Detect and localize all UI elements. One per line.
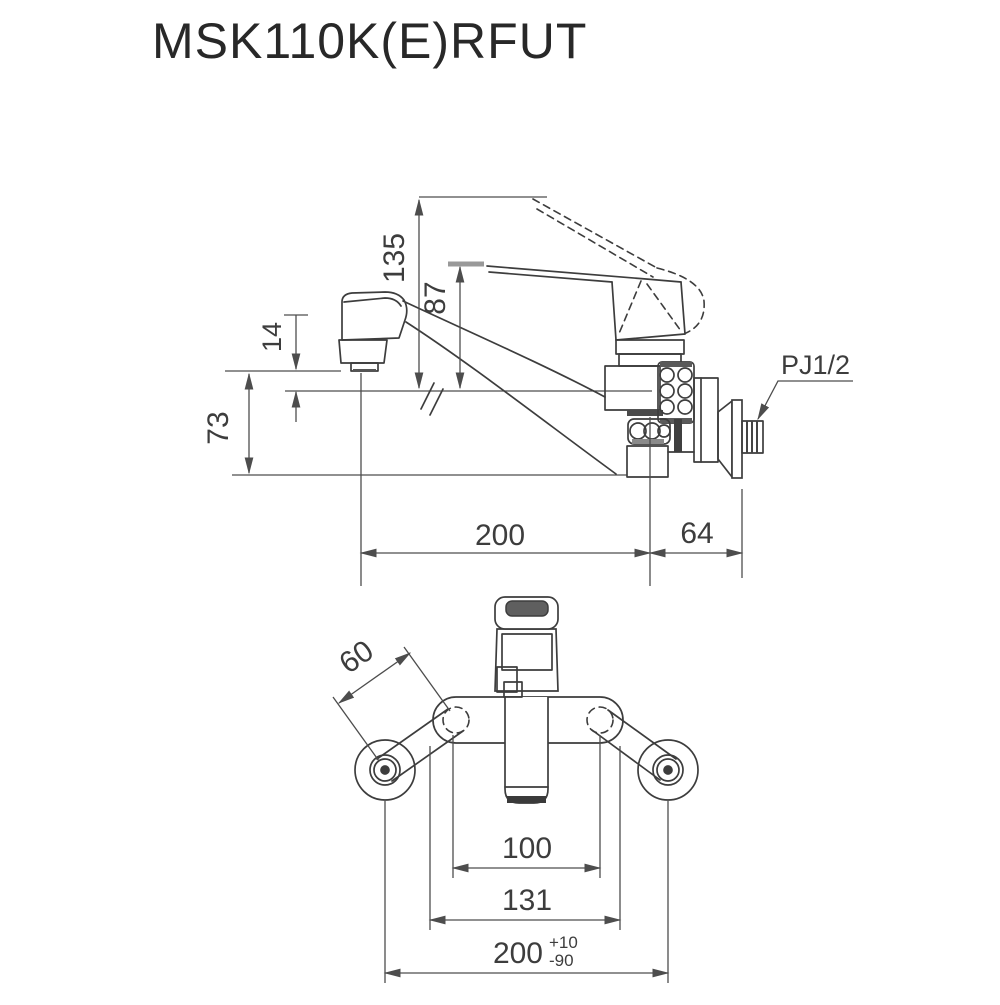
left-joint-dashed-circle: [442, 706, 470, 734]
left-wall-flange: [354, 739, 416, 801]
handle-front-slot: [505, 600, 549, 617]
dim-135-label: 135: [378, 233, 411, 283]
dim-200-tol-minus: -90: [549, 951, 574, 970]
lever-raised-dashed-1: [532, 198, 658, 269]
dim-100-label: 100: [502, 832, 552, 865]
handle-neck-left: [611, 281, 617, 341]
handle-neck-right: [680, 281, 686, 335]
left-leg-edge-2: [391, 730, 464, 782]
handle-front-step-2: [503, 681, 523, 698]
elbow-block: [626, 445, 669, 478]
spout-head-inner-line: [343, 297, 402, 307]
spout-nozzle: [338, 339, 388, 364]
dim-64-label: 64: [680, 517, 713, 550]
page-title: MSK110K(E)RFUT: [152, 13, 587, 69]
dim-200-label: 200: [475, 519, 525, 552]
connection-thread-label: PJ1/2: [781, 350, 850, 380]
lever-bottom-line: [488, 271, 613, 283]
hose-lower-curve: [405, 321, 617, 475]
hose-fitting-mark-1: [420, 382, 435, 410]
spout-head-outline: [341, 291, 408, 341]
valve-body-shade-band: [627, 410, 663, 416]
dark-seal-band: [674, 419, 682, 452]
lever-raised-dashed-3: [617, 280, 642, 337]
handle-front-inner: [501, 633, 553, 671]
front-view: 60 100 131 200 +10 -90: [332, 596, 699, 983]
dim-200-pitch-label: 200: [493, 937, 543, 970]
right-wall-flange: [637, 739, 699, 801]
knurled-nut-top-band: [660, 362, 692, 367]
dim-60-ext-1: [332, 696, 380, 762]
lever-raised-dashed-2: [536, 208, 654, 278]
hose-fitting-mark-2: [429, 388, 444, 416]
flange-neck: [717, 400, 733, 478]
right-leg-edge-2: [591, 729, 661, 781]
dim-14-label: 14: [257, 322, 287, 352]
dim-87-label: 87: [419, 281, 452, 314]
handle-front-step-1: [496, 666, 518, 693]
eccentric-leg-body: [693, 377, 719, 463]
lever-raised-dashed-4: [646, 283, 682, 332]
spout-tube-base-shade: [507, 796, 546, 803]
spout-outlet-shade: [353, 369, 376, 372]
left-leg-edge-1: [376, 708, 449, 760]
handle-base-upper: [615, 339, 685, 355]
dim-60-label: 60: [333, 634, 379, 680]
dim-131-label: 131: [502, 884, 552, 917]
valve-body-block: [604, 365, 661, 411]
knurled-nut-pattern: [659, 367, 693, 415]
lever-top-line: [486, 265, 682, 283]
thread-hatch: [746, 421, 758, 453]
side-view: 135 87 14 73 200 64 PJ1/2: [202, 196, 853, 586]
dim-60-ext-2: [403, 646, 451, 712]
dim-200-tol-plus: +10: [549, 933, 578, 952]
handle-neck-bottom: [615, 333, 686, 341]
lever-raised-dashed-arc: [656, 267, 705, 334]
dim-73-label: 73: [202, 411, 235, 444]
right-leg-edge-1: [607, 709, 677, 760]
small-nut-shade: [632, 439, 664, 444]
pj-leader-line: [757, 380, 853, 421]
wall-flange-plate: [731, 399, 743, 479]
hose-upper-curve: [402, 300, 606, 398]
right-joint-dashed-circle: [586, 706, 614, 734]
dim-60-line: [337, 652, 412, 704]
